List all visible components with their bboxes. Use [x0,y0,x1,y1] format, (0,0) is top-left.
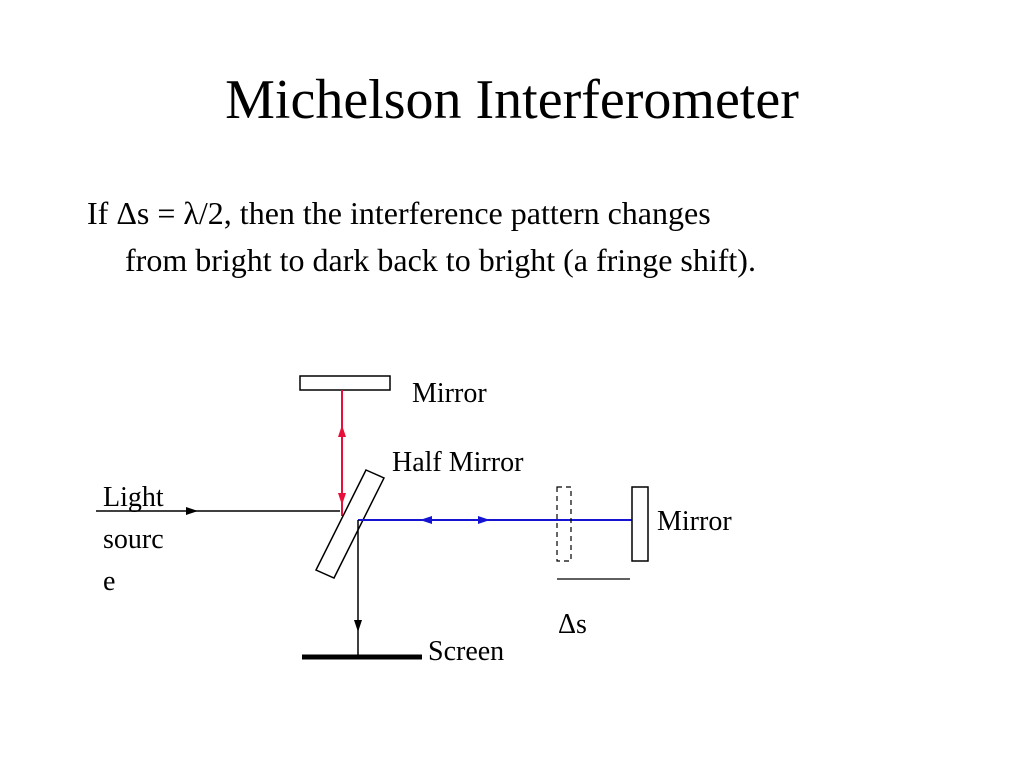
top-mirror [299,375,391,391]
half-mirror-label: Half Mirror [392,447,524,478]
light-source-label-1: Light [103,482,164,513]
mirror-right-label: Mirror [657,506,732,537]
delta-s-label: Δs [558,609,587,640]
mirror-top-label: Mirror [412,378,487,409]
screen-beam-arrow [354,620,362,632]
source-beam-arrow [186,507,198,515]
half-mirror [314,469,386,579]
body-line-1: If Δs = λ/2, then the interference patte… [87,195,711,231]
body-line-2: from bright to dark back to bright (a fr… [125,242,756,278]
screen-label: Screen [428,636,504,667]
mirror-original-position [556,486,572,562]
slide-body: If Δs = λ/2, then the interference patte… [87,190,947,284]
horizontal-beam-arrow-right [478,516,490,524]
light-source-label-2: sourc [103,524,164,555]
right-mirror [631,486,649,562]
horizontal-beam-arrow-left [420,516,432,524]
vertical-beam-arrow-down [338,493,346,505]
light-source-label-3: e [103,566,115,597]
slide-title: Michelson Interferometer [225,69,799,131]
vertical-beam-arrow-up [338,425,346,437]
